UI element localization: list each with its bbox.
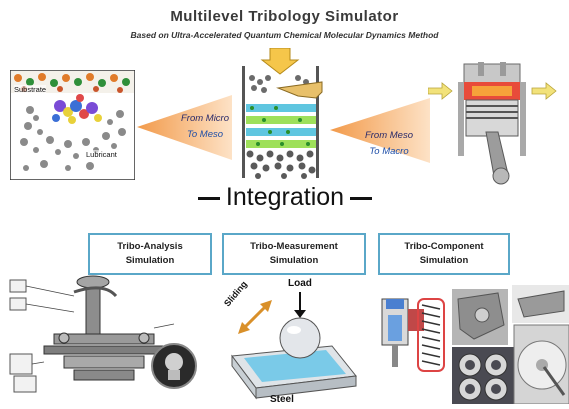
piston-graphic [427, 62, 557, 185]
reaction-molecules [52, 94, 102, 124]
lubricant-label: Lubricant [86, 150, 117, 159]
tribo-analysis-machine-image [4, 272, 204, 402]
page-subtitle: Based on Ultra-Accelerated Quantum Chemi… [130, 30, 439, 40]
tribo-measurement-box: Tribo-Measurement Simulation [222, 233, 366, 275]
micro-simulation-image: Substrate Lubricant [9, 69, 136, 181]
measurement-graphic [231, 292, 357, 400]
integration-label: Integration [225, 183, 345, 211]
tribo-measurement-line1: Tribo-Measurement [250, 241, 338, 252]
tribo-analysis-box: Tribo-Analysis Simulation [88, 233, 212, 275]
tribo-measurement-line2: Simulation [269, 255, 319, 266]
tribo-component-line1: Tribo-Component [404, 241, 484, 252]
load-label: Load [288, 278, 312, 289]
tribo-component-images [378, 285, 569, 405]
tribo-analysis-line1: Tribo-Analysis [117, 241, 183, 252]
lubricant-molecules [20, 106, 126, 171]
arrow-meso-line2: To Macro [369, 146, 409, 157]
tribo-component-box: Tribo-Component Simulation [378, 233, 510, 275]
left-arrow-graphic [137, 95, 232, 160]
arrow-micro-line2: To Meso [186, 129, 224, 140]
analysis-machine-graphic [9, 275, 197, 393]
lubricant-layers [246, 104, 316, 148]
arrow-micro-to-meso: From Micro To Meso [137, 95, 232, 160]
tribo-component-line2: Simulation [419, 255, 469, 266]
left-dash [197, 196, 220, 200]
engine-piston-image [427, 62, 558, 187]
left-arrow-graphic-2 [330, 98, 430, 163]
arrow-meso-to-macro: From Meso To Macro [330, 98, 430, 163]
meso-structure-graphic [242, 47, 323, 179]
meso-simulation-image [238, 47, 323, 183]
substrate-label: Substrate [14, 85, 47, 94]
tribo-analysis-line2: Simulation [125, 255, 175, 266]
arrow-micro-line1: From Micro [180, 113, 230, 124]
page-title: Multilevel Tribology Simulator [170, 8, 399, 25]
arrow-meso-line1: From Meso [364, 130, 414, 141]
components-graphic [381, 285, 569, 405]
steel-label: Steel [270, 394, 294, 405]
integration-heading: Integration [150, 183, 420, 212]
tribo-measurement-image: Load Sliding Steel [222, 276, 362, 405]
right-dash [350, 196, 373, 200]
